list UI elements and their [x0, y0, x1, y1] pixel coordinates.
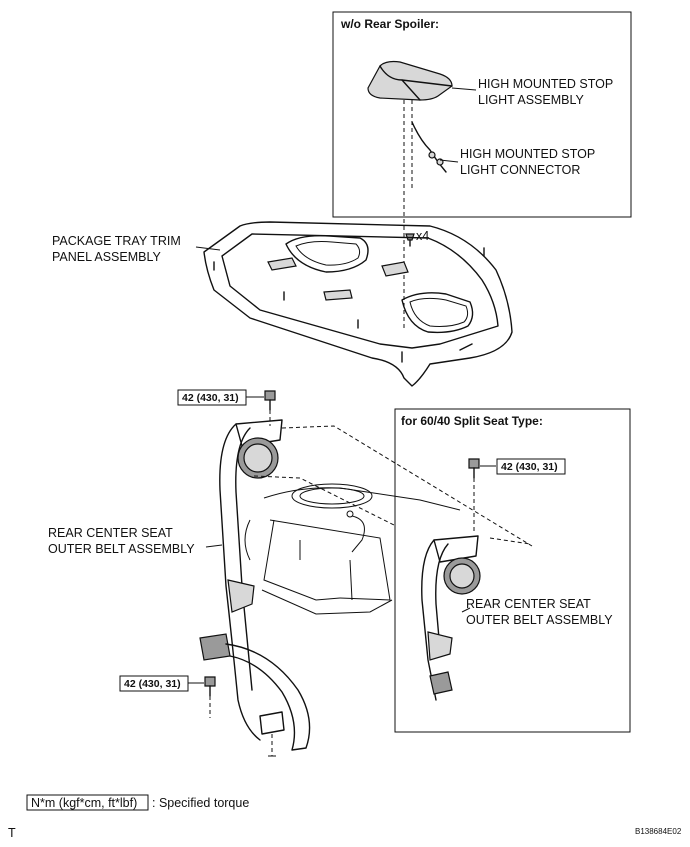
- figure-code: B138684E02: [635, 827, 682, 836]
- stop-light-assembly-label-line2: LIGHT ASSEMBLY: [478, 93, 584, 107]
- torque-value-split: 42 (430, 31): [501, 461, 558, 473]
- belt-split-label-line2: OUTER BELT ASSEMBLY: [466, 613, 613, 627]
- torque-box-split: [496, 458, 566, 475]
- inset-split-seat-title: for 60/40 Split Seat Type:: [401, 414, 543, 428]
- vehicle-body-structure: [244, 425, 533, 615]
- high-mounted-stop-light-connector: [411, 121, 447, 173]
- bolt-icon: [204, 676, 216, 697]
- clip-quantity: x4: [416, 229, 429, 243]
- package-tray-label-line2: PANEL ASSEMBLY: [52, 250, 162, 264]
- package-tray-trim-panel: [203, 221, 513, 387]
- corner-mark: T: [8, 826, 16, 840]
- bolt-icon: [264, 390, 276, 411]
- rear-center-seat-belt-assembly: [199, 419, 311, 751]
- clip-icon: [405, 233, 415, 247]
- belt-main-label-line1: REAR CENTER SEAT: [48, 526, 173, 540]
- stop-light-connector-label-line2: LIGHT CONNECTOR: [460, 163, 580, 177]
- torque-value-top: 42 (430, 31): [182, 392, 239, 404]
- inset-split-seat-frame: [394, 408, 631, 733]
- legend-torque-box: [26, 794, 149, 811]
- legend-description: : Specified torque: [152, 796, 249, 810]
- stop-light-assembly-label-line1: HIGH MOUNTED STOP: [478, 77, 613, 91]
- bolt-icon: [468, 458, 480, 479]
- split-seat-belt-assembly: [421, 535, 481, 701]
- belt-main-label-line2: OUTER BELT ASSEMBLY: [48, 542, 195, 556]
- high-mounted-stop-light-assembly: [367, 60, 453, 101]
- inset-rear-spoiler-frame: [332, 11, 632, 218]
- stop-light-connector-label-line1: HIGH MOUNTED STOP: [460, 147, 595, 161]
- legend-box-text: N*m (kgf*cm, ft*lbf): [31, 796, 137, 810]
- torque-value-bottom: 42 (430, 31): [124, 678, 181, 690]
- inset-rear-spoiler-title: w/o Rear Spoiler:: [340, 17, 439, 31]
- belt-split-label-line1: REAR CENTER SEAT: [466, 597, 591, 611]
- package-tray-label-line1: PACKAGE TRAY TRIM: [52, 234, 181, 248]
